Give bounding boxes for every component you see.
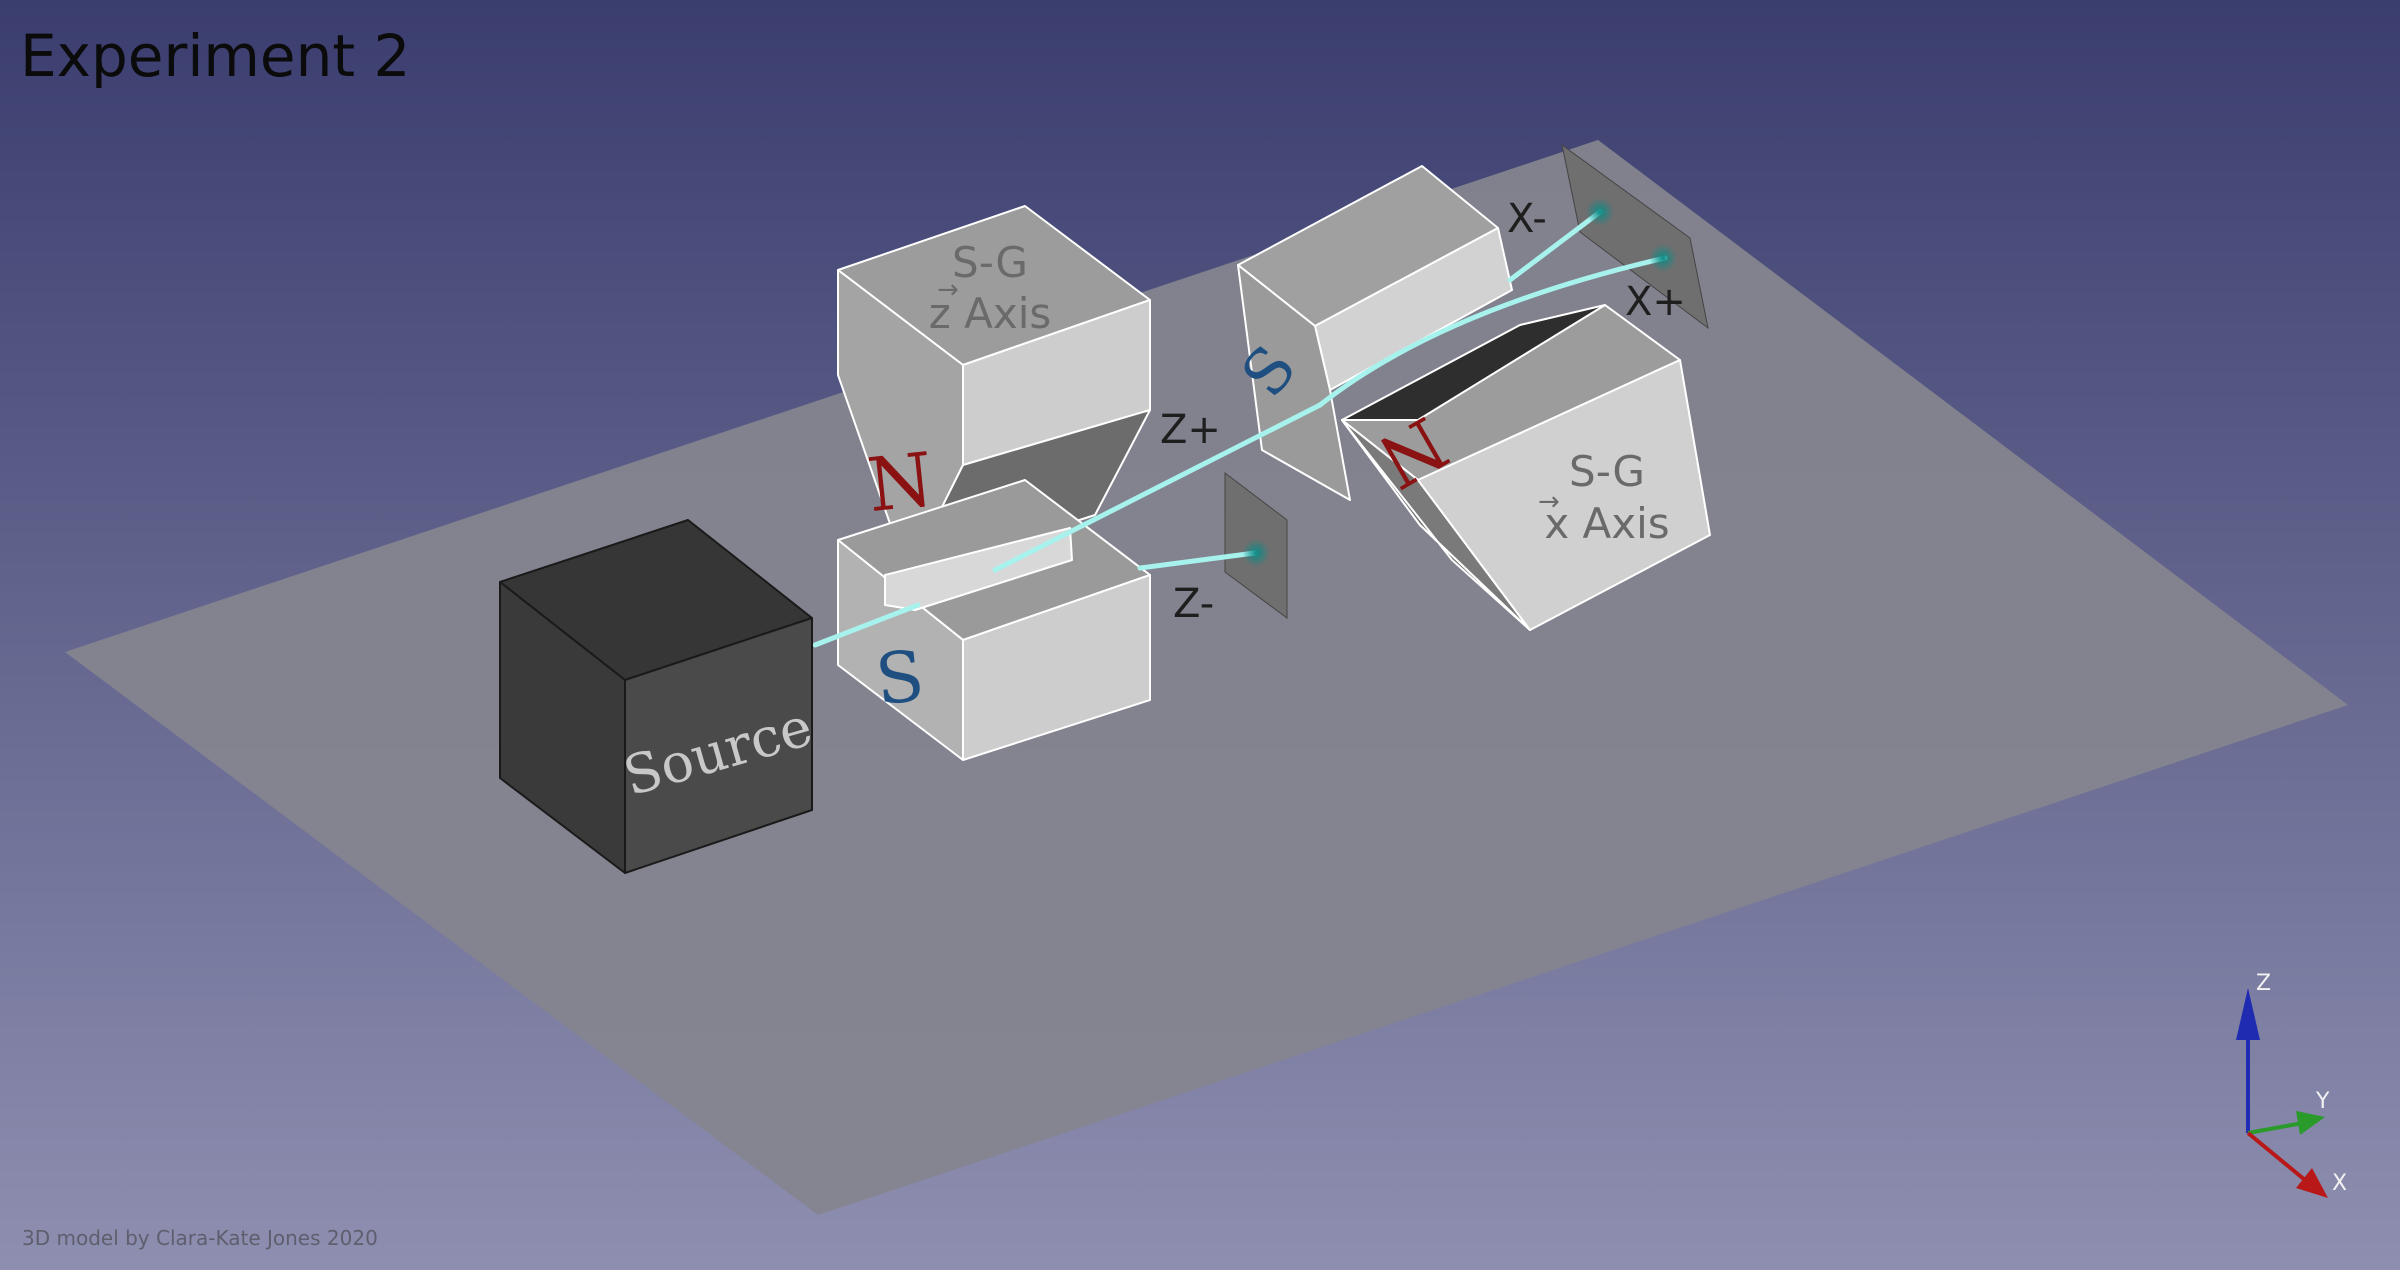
sg-z-label-line1: S-G — [952, 238, 1028, 287]
beam-z-minus — [1137, 550, 1258, 571]
axis-y-line — [2247, 1120, 2309, 1135]
sg-z-south-notch — [884, 527, 1073, 611]
ground-plane — [65, 140, 2348, 1215]
x-screen — [1561, 143, 1709, 330]
beams — [812, 209, 1668, 648]
x-minus-label: X- — [1507, 196, 1547, 242]
sg-z-vector-arrow: → — [937, 275, 959, 305]
axis-y-arrow-icon — [2296, 1111, 2325, 1135]
sg-z-north-label: N — [864, 437, 937, 529]
axis-y-label: Y — [2315, 1089, 2330, 1114]
beam-x-plus — [1317, 255, 1668, 408]
sg-z-south-front-face — [962, 574, 1151, 761]
axis-x-label: X — [2332, 1171, 2347, 1196]
beam-z-plus — [992, 402, 1323, 573]
x-plus-label: X+ — [1625, 279, 1686, 325]
x-plus-spot — [1649, 244, 1677, 272]
sg-x-vector-arrow: → — [1538, 487, 1560, 517]
beam-x-minus — [1507, 209, 1603, 283]
sg-x-magnet — [1237, 165, 1711, 631]
source-front-face — [624, 617, 813, 874]
page-title: Experiment 2 — [20, 22, 411, 90]
sg-x-label-line2: x Axis — [1544, 499, 1669, 548]
sg-z-label-line2: z Axis — [929, 289, 1052, 338]
z-minus-label: Z- — [1173, 581, 1214, 627]
sg-x-north-wedge — [1341, 304, 1606, 421]
sg-x-south-pole-face — [1237, 264, 1351, 501]
z-minus-spot — [1242, 539, 1270, 567]
sg-x-north-front-face — [1417, 359, 1711, 631]
axis-z-label: Z — [2256, 971, 2271, 996]
sg-x-north-side-face — [1341, 419, 1531, 631]
beam-source — [812, 602, 921, 648]
sg-z-south-label: S — [872, 635, 928, 722]
source-cube — [499, 519, 813, 874]
sg-x-label-line1: S-G — [1569, 447, 1645, 496]
axis-x-arrow-icon — [2296, 1168, 2328, 1198]
sg-z-magnet — [837, 205, 1151, 761]
axis-z-arrow-icon — [2236, 988, 2260, 1040]
x-minus-spot — [1586, 198, 1614, 226]
z-plus-label: Z+ — [1160, 407, 1221, 453]
axis-triad: Z Y X — [2236, 971, 2347, 1198]
model-credit: 3D model by Clara-Kate Jones 2020 — [22, 1226, 378, 1250]
axis-x-line — [2246, 1131, 2307, 1182]
